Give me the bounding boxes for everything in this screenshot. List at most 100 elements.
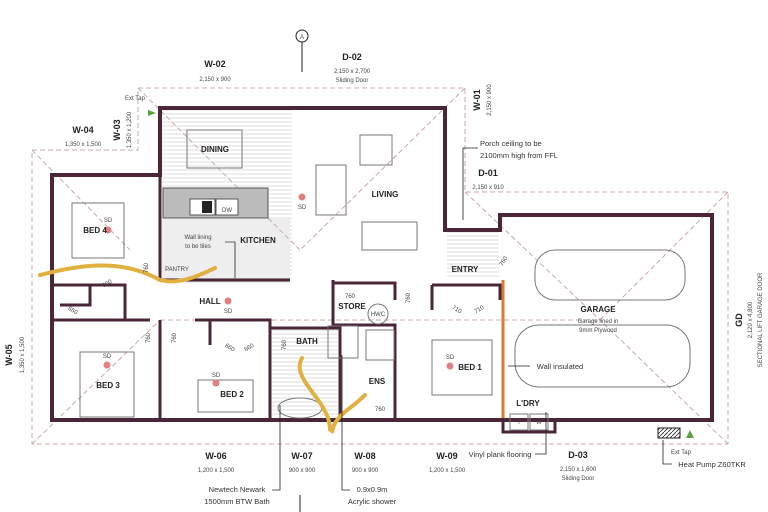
hwc-cylinder: [367, 303, 389, 325]
door-size-d02: 2,150 x 2,700: [334, 69, 371, 75]
ext-tap-icon: [148, 110, 156, 116]
room-label-hall: HALL: [199, 297, 220, 306]
interior-walls: [52, 175, 557, 434]
appliance-label-washer: W: [536, 420, 542, 426]
window-size-w07: 900 x 900: [289, 468, 316, 474]
door-size: 760: [146, 332, 152, 343]
note-porch: Porch ceiling to be: [480, 139, 542, 148]
door-tag-d01: D-01: [478, 168, 498, 178]
room-label-laundry: L'DRY: [516, 399, 540, 408]
door-size-d01: 2,150 x 910: [472, 185, 504, 191]
note-garage-lined: 9mm Plywood: [579, 328, 617, 334]
window-size-w09: 1,200 x 1,500: [429, 468, 466, 474]
labels: A DINING LIVING KITCHEN PANTRY BED 4 HALL STORE…: [4, 35, 764, 506]
door-size: 660: [67, 306, 79, 317]
timber-flooring: [162, 109, 499, 415]
plumbing-paths: [38, 263, 367, 434]
door-size: 760: [375, 407, 386, 413]
room-label-bed4: BED 4: [83, 226, 107, 235]
note-porch: 2100mm high from FFL: [480, 151, 558, 160]
door-size: 760: [282, 339, 288, 350]
window-tag-w01: W-01: [472, 89, 482, 110]
window-tag-w05: W-05: [4, 344, 14, 365]
window-tag-w03: W-03: [112, 119, 122, 140]
car: [514, 249, 691, 388]
door-tag-d02: D-02: [342, 52, 362, 62]
bed: [79, 351, 135, 418]
note-vinyl-flooring: Vinyl plank flooring: [469, 450, 532, 459]
sd-label: SD: [104, 218, 113, 224]
exterior-walls: [50, 106, 714, 422]
door-size: 660: [224, 343, 236, 354]
sd-label: SD: [224, 309, 233, 315]
window-size-w02: 2,150 x 900: [199, 77, 231, 83]
smoke-detectors: [103, 193, 454, 387]
dining-table: [186, 129, 243, 169]
room-label-bath: BATH: [296, 337, 318, 346]
door-type-d02: Sliding Door: [336, 78, 369, 84]
sd-label: SD: [446, 355, 455, 361]
door-tag-gd: GD: [734, 313, 744, 327]
window-tag-w08: W-08: [354, 451, 375, 461]
door-size: 760: [406, 292, 412, 303]
door-size-gd: 2,120 x 4,800: [748, 301, 754, 338]
window-tag-w07: W-07: [291, 451, 312, 461]
room-label-garage: GARAGE: [580, 305, 616, 314]
ext-tap-icon: [686, 430, 694, 438]
bath-tub: [277, 397, 323, 419]
roof-outline: [31, 87, 729, 445]
note-wall-insulated: Wall insulated: [537, 362, 583, 371]
window-size-w06: 1,200 x 1,500: [198, 468, 235, 474]
note-shower: 0.9x0.9m: [357, 485, 388, 494]
bed: [431, 339, 493, 396]
furniture: [71, 110, 694, 439]
note-wall-lining: to be tiles: [185, 244, 211, 250]
door-size: 660: [102, 279, 114, 290]
door-size: 710: [451, 305, 463, 316]
room-label-pantry: PANTRY: [165, 267, 189, 273]
tub: [509, 413, 529, 431]
door-type-gd: SECTIONAL LIFT GARAGE DOOR: [758, 272, 764, 367]
room-label-dining: DINING: [201, 145, 229, 154]
door-tag-d03: D-03: [568, 450, 588, 460]
room-label-ens: ENS: [369, 377, 386, 386]
room-label-living: LIVING: [372, 190, 399, 199]
window-tag-w02: W-02: [204, 59, 225, 69]
note-ext-tap: Ext Tap: [671, 450, 692, 456]
sofa: [361, 221, 418, 251]
room-label-store: STORE: [338, 302, 366, 311]
window-tag-w09: W-09: [436, 451, 457, 461]
room-label-kitchen: KITCHEN: [240, 236, 276, 245]
door-type-d03: Sliding Door: [562, 476, 595, 482]
heat-pump: [657, 427, 681, 439]
armchair: [359, 134, 393, 166]
window-size-w08: 900 x 900: [352, 468, 379, 474]
callout-lines: [225, 147, 672, 491]
door-size: 760: [345, 294, 356, 300]
room-label-bed2: BED 2: [220, 390, 244, 399]
note-ext-tap: Ext Tap: [125, 96, 146, 102]
bed: [71, 202, 125, 259]
note-wall-lining: Wall lining: [184, 235, 211, 241]
washer: [529, 413, 549, 431]
section-marker-label: A: [300, 35, 304, 41]
door-size: 760: [144, 262, 150, 273]
note-garage-lined: Garage lined in: [578, 319, 619, 325]
window-size-w04: 1,350 x 1,500: [65, 142, 102, 148]
appliance-label-tub: T: [517, 420, 521, 426]
note-bath: 1500mm BTW Bath: [204, 497, 269, 506]
room-label-hwc: HWC: [371, 312, 386, 318]
shower: [365, 329, 395, 361]
room-label-bed3: BED 3: [96, 381, 120, 390]
shower: [327, 325, 359, 359]
room-label-entry: ENTRY: [452, 265, 479, 274]
door-size: 710: [474, 305, 486, 316]
door-size: 760: [172, 332, 178, 343]
sd-label: SD: [298, 205, 307, 211]
bed: [197, 379, 254, 413]
window-size-w05: 1,350 x 1,500: [20, 336, 26, 373]
appliance-label-dw: DW: [222, 208, 232, 214]
section-marker: [295, 29, 309, 512]
window-tag-w04: W-04: [72, 125, 93, 135]
